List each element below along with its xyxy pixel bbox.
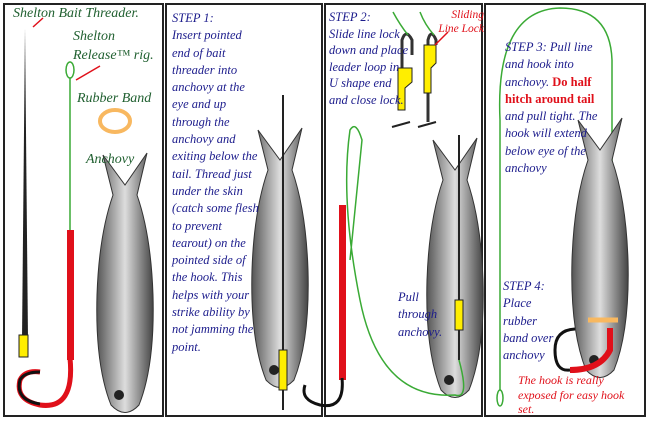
release-rig (569, 328, 613, 373)
leader-line (498, 7, 613, 390)
step2-heading: STEP 2: (329, 10, 371, 24)
anchovy-fish (426, 137, 484, 398)
step1-text: Insert pointed end of bait threader into… (172, 28, 259, 354)
pointer-line (32, 17, 44, 28)
hook-exposed-note: The hook is really exposed for easy hook… (518, 373, 625, 416)
leader-line (345, 125, 465, 397)
bait-threader-label: Shelton Bait Threader. (13, 6, 139, 21)
release-rig-label: Shelton Release™ rig. (73, 29, 154, 63)
step4-instructions: STEP 4: Place rubber band over anchovy (503, 279, 554, 363)
anchovy-label: Anchovy (86, 152, 135, 167)
sliding-line-lock-label: Sliding Line Lock (438, 9, 484, 35)
hook (553, 327, 576, 372)
release-rig (339, 205, 346, 380)
rubber-band (98, 108, 132, 134)
line-lock (278, 349, 288, 391)
line-lock-closed (417, 32, 438, 128)
rubber-band-label: Rubber Band (77, 91, 152, 106)
step2-text: Slide line lock down and place leader lo… (329, 26, 409, 107)
step3-text-b: and pull tight. The hook will extend bel… (505, 109, 598, 176)
bait-threader-needle (18, 28, 29, 358)
step1-instructions: STEP 1: Insert pointed end of bait threa… (172, 10, 262, 356)
step3-instructions: STEP 3: Pull line and hook into anchovy.… (505, 39, 605, 177)
step2-instructions: STEP 2: Slide line lock down and place l… (329, 9, 409, 109)
step3-text-a: STEP 3: Pull line and hook into anchovy. (505, 40, 593, 89)
release-rig (16, 61, 75, 408)
anchovy-fish (96, 152, 154, 413)
step3-half-hitch: Do half hitch around tail (505, 74, 595, 106)
step1-heading: STEP 1: (172, 11, 214, 25)
pointer-line (75, 65, 101, 81)
pull-through-label: Pull through anchovy. (398, 290, 443, 339)
